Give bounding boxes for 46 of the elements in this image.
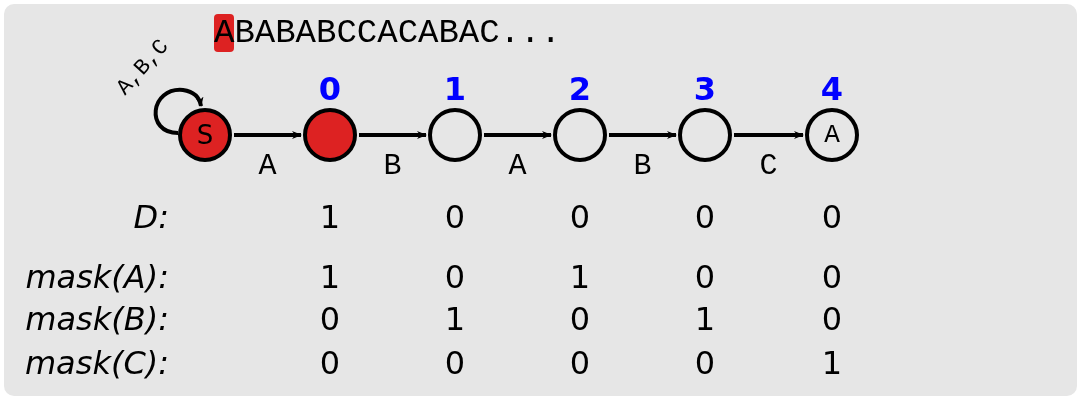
table-value: 0: [694, 198, 716, 236]
table-value: 0: [821, 258, 843, 296]
arrow: [609, 131, 677, 139]
table-value: 0: [569, 198, 591, 236]
state-label: A: [824, 120, 840, 150]
state-number: 4: [820, 70, 844, 108]
arrow: [484, 131, 552, 139]
table-value: 0: [444, 344, 466, 382]
table-value: 1: [319, 198, 341, 236]
state-circle: [678, 108, 732, 162]
table-value: 0: [569, 300, 591, 338]
row-label: D:: [133, 198, 169, 236]
edge-label: C: [759, 149, 778, 183]
edge-label: B: [383, 149, 402, 183]
table-value: 0: [444, 198, 466, 236]
table-value: 0: [319, 300, 341, 338]
arrow: [359, 131, 427, 139]
table-value: 0: [569, 344, 591, 382]
state-label: S: [196, 120, 214, 150]
row-label: mask(C):: [24, 344, 169, 382]
state-circle: [805, 108, 859, 162]
table-value: 0: [444, 258, 466, 296]
table-value: 1: [319, 258, 341, 296]
table-value: 1: [694, 300, 716, 338]
arrow: [734, 131, 804, 139]
table-value: 1: [569, 258, 591, 296]
row-label: mask(A):: [25, 258, 169, 296]
table-value: 0: [319, 344, 341, 382]
state-number: 2: [568, 70, 592, 108]
state-circle: [428, 108, 482, 162]
state-number: 1: [443, 70, 467, 108]
table-value: 0: [694, 344, 716, 382]
arrow: [153, 88, 204, 135]
arrow: [234, 131, 302, 139]
table-value: 1: [444, 300, 466, 338]
edge-label: A: [258, 149, 277, 183]
state-number: 3: [693, 70, 717, 108]
row-label: mask(B):: [25, 300, 169, 338]
table-value: 0: [821, 198, 843, 236]
edge-label: A: [508, 149, 527, 183]
edge-label: B: [633, 149, 652, 183]
table-value: 0: [694, 258, 716, 296]
state-circle: [553, 108, 607, 162]
table-value: 1: [821, 344, 843, 382]
table-value: 0: [821, 300, 843, 338]
state-number: 0: [318, 70, 342, 108]
